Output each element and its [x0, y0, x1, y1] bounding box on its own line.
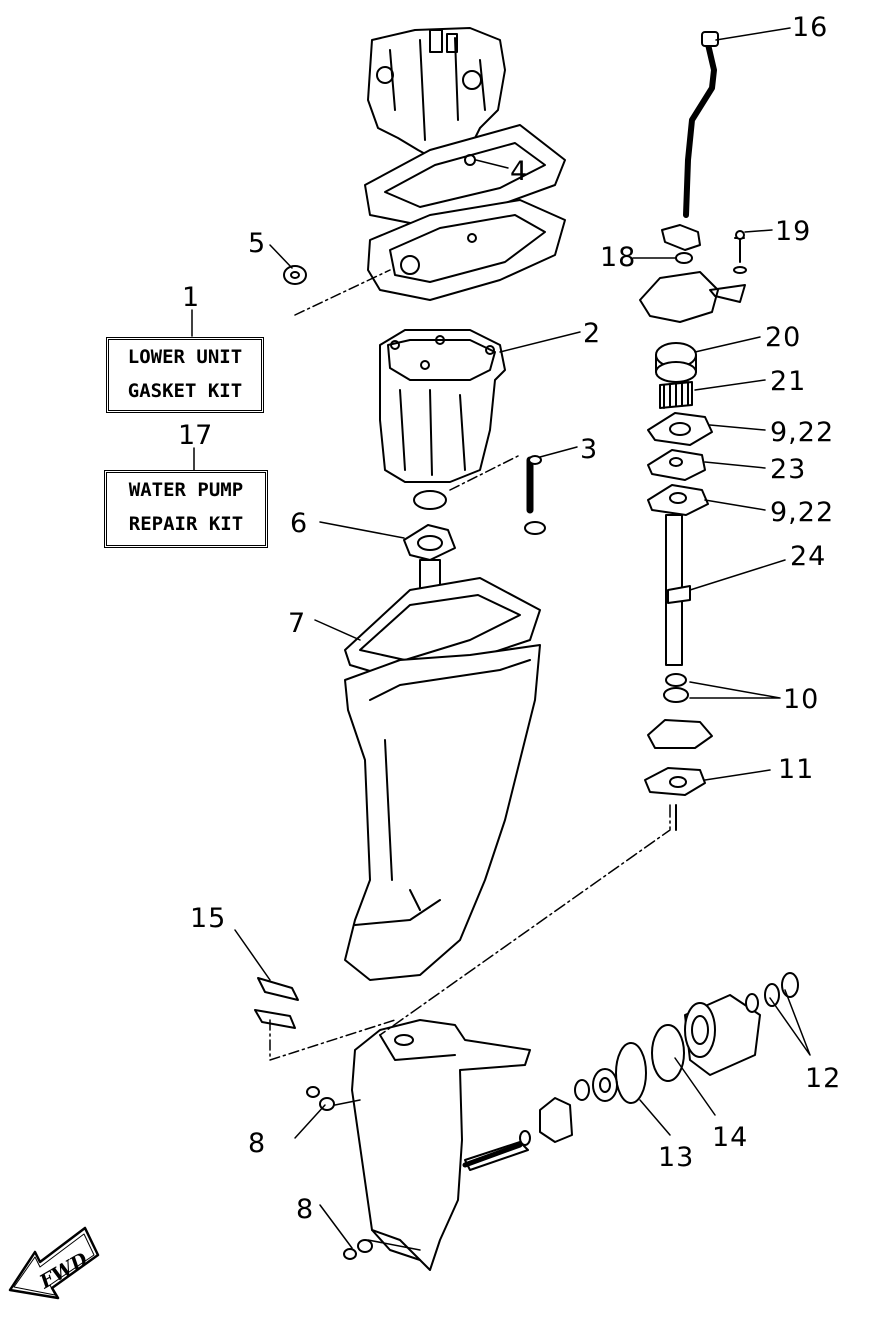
- kit-line-1: WATER PUMP: [128, 479, 244, 501]
- lower-unit-gasket-kit-box: LOWER UNIT GASKET KIT: [106, 337, 264, 413]
- small-parts-drawing: [254, 265, 546, 1260]
- callout-labels: 16 4 5 2 3 6 7 15 8 8 19 18 20 21 9,22 2…: [190, 12, 841, 1225]
- callout-20: 20: [765, 322, 801, 353]
- callout-14: 14: [712, 1122, 748, 1153]
- callout-8-upper: 8: [248, 1128, 266, 1159]
- prop-shaft-parts-drawing: [462, 972, 799, 1168]
- callout-9-22-lower: 9,22: [770, 497, 834, 528]
- gasket-6-drawing: [403, 524, 456, 561]
- kit-leaders: [191, 309, 195, 471]
- callout-21: 21: [770, 366, 806, 397]
- callout-15: 15: [190, 903, 226, 934]
- gearcase-drawing: [351, 1019, 531, 1271]
- callout-23: 23: [770, 454, 806, 485]
- callout-12: 12: [805, 1063, 841, 1094]
- callout-18: 18: [600, 242, 636, 273]
- callout-7: 7: [288, 608, 306, 639]
- callout-11: 11: [778, 754, 814, 785]
- callout-9-22-upper: 9,22: [770, 417, 834, 448]
- upper-gasket-plate-drawing: [364, 124, 566, 301]
- callout-4: 4: [510, 156, 528, 187]
- callout-3: 3: [580, 434, 598, 465]
- water-pump-repair-kit-box: WATER PUMP REPAIR KIT: [104, 470, 268, 548]
- callout-5: 5: [248, 228, 266, 259]
- fwd-arrow: FWD: [8, 1226, 100, 1300]
- leader-lines: [234, 27, 811, 1249]
- callout-24: 24: [790, 541, 826, 572]
- callout-13: 13: [658, 1142, 694, 1173]
- water-pump-drawing: [639, 31, 747, 831]
- kit-line-1: LOWER UNIT: [127, 346, 243, 368]
- kit-number-water-pump: 17: [178, 420, 213, 451]
- exhaust-guide-drawing: [379, 329, 506, 510]
- callout-10: 10: [783, 684, 819, 715]
- callout-2: 2: [583, 318, 601, 349]
- driveshaft-housing-drawing: [344, 559, 541, 981]
- callout-19: 19: [775, 216, 811, 247]
- kit-line-2: REPAIR KIT: [128, 513, 244, 535]
- connector-lines: [269, 269, 671, 1251]
- callout-8-lower: 8: [296, 1194, 314, 1225]
- callout-16: 16: [792, 12, 828, 43]
- kit-line-2: GASKET KIT: [127, 380, 243, 402]
- kit-number-lower-unit: 1: [182, 282, 200, 313]
- callout-6: 6: [290, 508, 308, 539]
